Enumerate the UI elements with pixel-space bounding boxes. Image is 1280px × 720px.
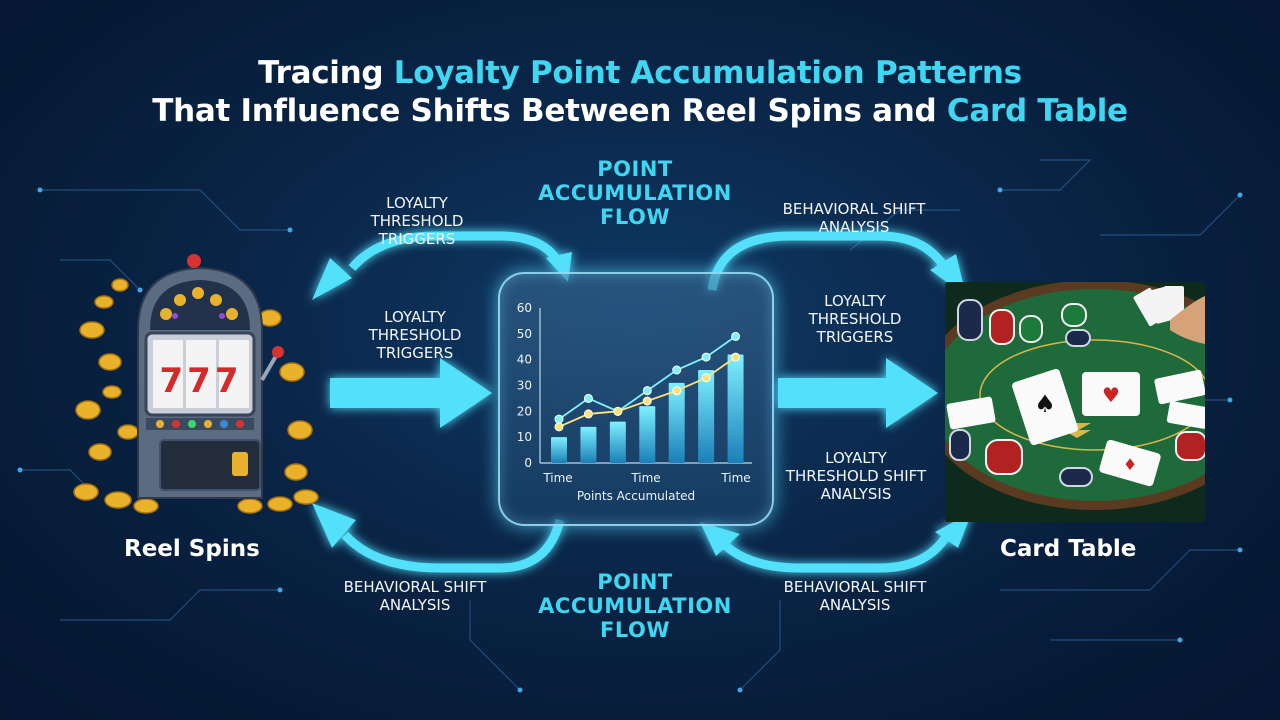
x-axis-title: Points Accumulated [577,489,695,503]
series-line-upper-point [731,331,741,341]
bar [551,437,567,463]
curve-top-left [348,231,564,272]
series-line-lower-point [583,409,593,419]
bar [727,354,744,463]
label-reel-spins: Reel Spins [124,536,260,562]
bar [698,370,715,463]
arrow-right-right [778,358,938,428]
hand-with-cards [1133,286,1205,344]
series-line-upper-point [701,352,711,362]
label-flow-top: POINT ACCUMULATION FLOW [538,157,732,229]
series-line-lower-point [554,422,564,432]
y-tick-label: 0 [524,456,532,470]
series-line-lower-point [731,352,741,362]
series-line-upper-point [642,386,652,396]
label-loyalty-mid-right: LOYALTY THRESHOLD TRIGGERS [808,292,902,346]
slot-reels-777: 777 [160,361,243,401]
svg-text:♥: ♥ [1102,383,1120,407]
chip-stacks [949,299,1205,487]
label-behavioral-top-right: BEHAVIORAL SHIFT ANALYSIS [782,200,926,236]
series-line-lower-point [701,373,711,383]
series-line-upper-point [672,365,682,375]
series-line-upper-point [583,393,593,403]
label-card-table: Card Table [1000,536,1137,562]
curve-top-right [707,231,949,291]
y-tick-label: 10 [517,430,532,444]
x-tick-label: Time [542,471,572,485]
playing-cards: ♠ ♥ ♦ [946,368,1205,487]
bar [668,382,685,463]
bar [609,421,626,463]
series-line-lower-point [672,386,682,396]
bar [639,406,656,463]
title-line-2: That Influence Shifts Between Reel Spins… [152,93,1128,129]
curve-bottom-right [716,527,954,573]
slot-lights [160,287,238,320]
y-tick-label: 20 [517,404,532,418]
label-behavioral-bottom-left: BEHAVIORAL SHIFT ANALYSIS [343,578,487,614]
label-flow-bottom: POINT ACCUMULATION FLOW [538,570,732,642]
svg-text:♠: ♠ [1034,390,1056,418]
series-line-lower-point [642,396,652,406]
scattered-coins [73,278,319,514]
page-title: Tracing Loyalty Point Accumulation Patte… [0,54,1280,130]
curve-bottom-left [341,518,565,573]
x-tick-label: Time [630,471,660,485]
x-tick-label: Time [720,471,750,485]
slot-buttons [156,420,244,428]
label-loyalty-shift-right: LOYALTY THRESHOLD SHIFT ANALYSIS [785,449,927,503]
label-loyalty-top-left: LOYALTY THRESHOLD TRIGGERS [370,194,464,248]
label-loyalty-mid-left: LOYALTY THRESHOLD TRIGGERS [368,308,462,362]
y-tick-label: 60 [517,301,532,315]
svg-text:♦: ♦ [1123,455,1137,474]
series-line-lower-point [613,406,623,416]
label-behavioral-bottom-right: BEHAVIORAL SHIFT ANALYSIS [783,578,927,614]
arrow-right-left [330,358,492,428]
title-highlight-2: Card Table [946,93,1128,129]
title-line-1: Tracing Loyalty Point Accumulation Patte… [258,55,1022,91]
title-highlight-1: Loyalty Point Accumulation Patterns [393,55,1022,91]
y-tick-label: 50 [517,327,532,341]
y-tick-label: 40 [517,353,532,367]
y-tick-label: 30 [517,379,532,393]
bar [580,426,597,463]
